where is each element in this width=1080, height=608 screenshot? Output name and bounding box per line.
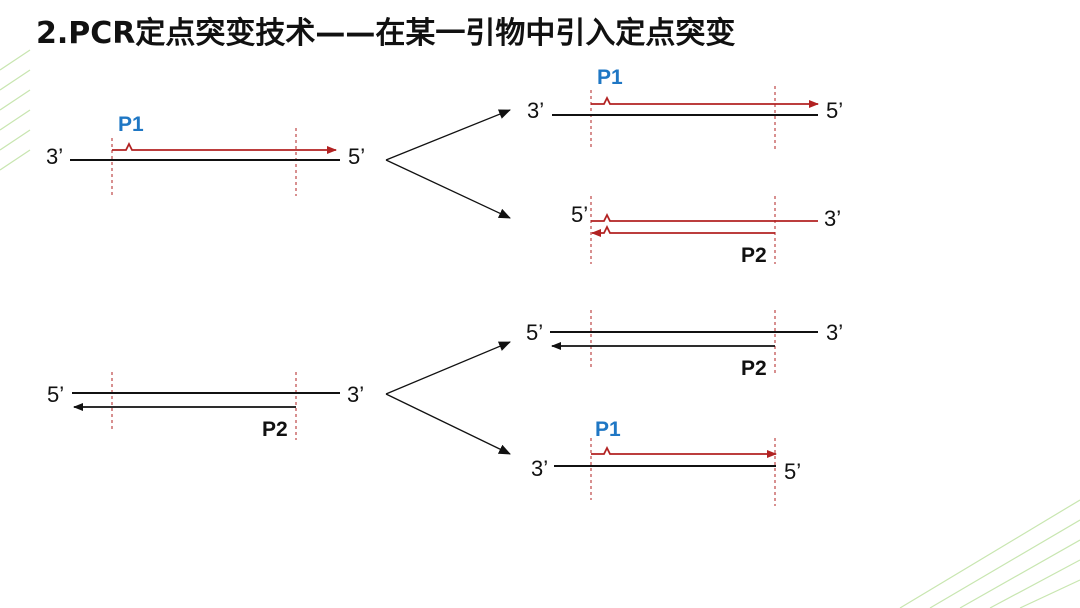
top-right-panel-b: P2 5’ 3’ [571, 196, 841, 267]
end-label-left: 5’ [47, 382, 64, 407]
top-left-panel: P1 3’ 5’ [46, 113, 365, 196]
end-label-left: 5’ [571, 202, 588, 227]
end-label-right: 5’ [348, 144, 365, 169]
mutant-primer-strand [591, 95, 819, 108]
end-label-right: 3’ [347, 382, 364, 407]
mutant-primer-strand [112, 141, 337, 154]
primer-label-p1: P1 [118, 113, 144, 136]
branch-arrow [385, 109, 511, 161]
primer-label-p1: P1 [595, 418, 621, 441]
bottom-left-panel: P2 5’ 3’ [47, 372, 364, 441]
end-label-right: 5’ [826, 98, 843, 123]
end-label-left: 3’ [527, 98, 544, 123]
mutant-strand [591, 212, 818, 222]
end-label-right: 3’ [824, 206, 841, 231]
decorative-stripes-top-left [0, 49, 31, 171]
mutant-copy-strand [591, 224, 775, 237]
mutant-primer-strand [591, 445, 777, 458]
branch-arrow [385, 341, 511, 395]
bottom-right-panel-a: P2 5’ 3’ [526, 310, 843, 380]
primer-label-p2: P2 [741, 357, 767, 380]
slide-title: 2.PCR定点突变技术——在某一引物中引入定点突变 [36, 16, 736, 51]
end-label-right: 5’ [784, 459, 801, 484]
bottom-right-panel-b: P1 3’ 5’ [531, 418, 801, 506]
branch-arrow [385, 393, 511, 455]
end-label-left: 3’ [531, 456, 548, 481]
primer-label-p1: P1 [597, 66, 623, 89]
end-label-right: 3’ [826, 320, 843, 345]
decorative-stripes-bottom-right [899, 499, 1080, 608]
top-right-panel-a: P1 3’ 5’ [527, 66, 843, 152]
end-label-left: 3’ [46, 144, 63, 169]
end-label-left: 5’ [526, 320, 543, 345]
branch-arrow [385, 159, 511, 219]
primer-label-p2: P2 [262, 418, 288, 441]
primer-label-p2: P2 [741, 244, 767, 267]
